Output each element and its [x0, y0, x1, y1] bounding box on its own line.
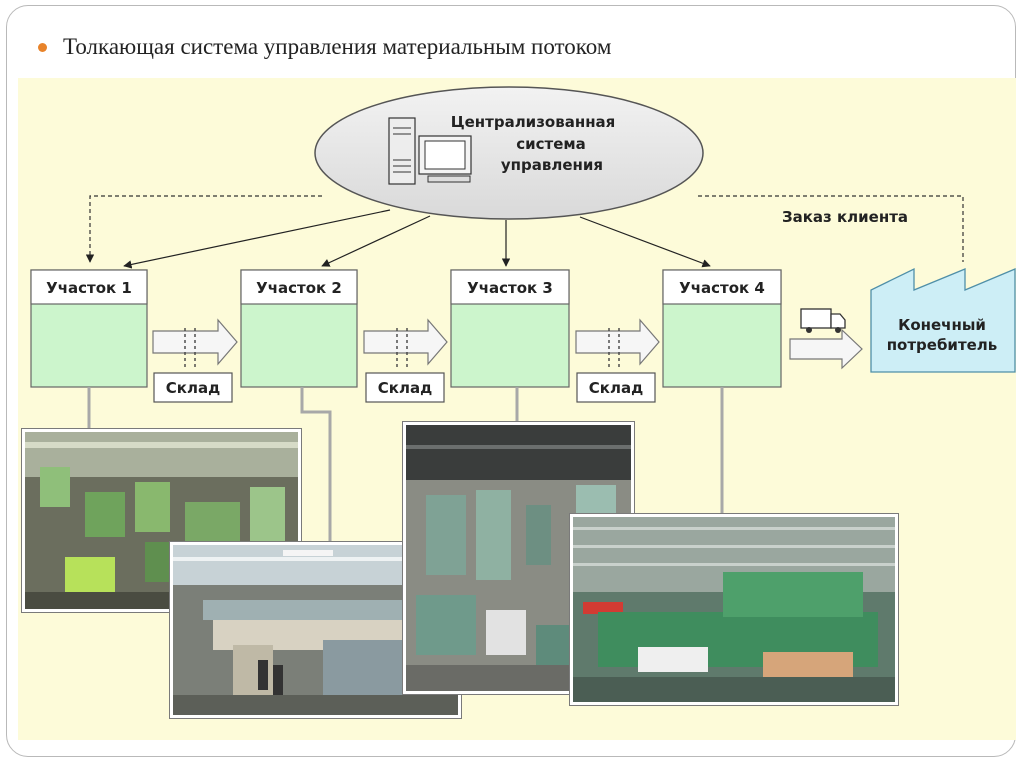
- center-node-line1: Централизованная: [451, 113, 616, 131]
- order-dashed-line-left: [85, 195, 322, 263]
- section-box-3: Участок 3: [450, 269, 570, 388]
- flow-arrow-2: [363, 318, 448, 370]
- factory-icon: [870, 267, 1016, 373]
- warehouse-box-3: Склад: [576, 372, 656, 403]
- warehouse-label-2: Склад: [378, 379, 432, 397]
- warehouse-label-3: Склад: [589, 379, 643, 397]
- section-label-1: Участок 1: [46, 279, 132, 297]
- order-dashed-line-right: [698, 195, 964, 262]
- center-node-line3: управления: [501, 156, 603, 174]
- bullet-icon: [38, 42, 47, 52]
- control-arrow-2: [321, 215, 431, 267]
- section-label-3: Участок 3: [467, 279, 553, 297]
- section-box-1: Участок 1: [30, 269, 148, 388]
- flow-arrow-3: [575, 318, 660, 370]
- section-box-2: Участок 2: [240, 269, 358, 388]
- customer-order-label: Заказ клиента: [782, 208, 908, 226]
- warehouse-box-2: Склад: [365, 372, 445, 403]
- section-label-4: Участок 4: [679, 279, 765, 297]
- photo-connector-2: [300, 387, 332, 545]
- slide-title: Толкающая система управления материальны…: [63, 34, 612, 59]
- control-arrow-4: [579, 216, 711, 268]
- warehouse-box-1: Склад: [153, 372, 233, 403]
- control-arrow-1: [123, 209, 391, 269]
- flow-arrow-1: [152, 318, 238, 370]
- warehouse-label-1: Склад: [166, 379, 220, 397]
- consumer-line1: Конечный: [898, 316, 986, 334]
- computer-icon: [388, 117, 472, 185]
- workshop-photo-1: [22, 429, 301, 612]
- truck-icon: [800, 308, 846, 333]
- title-bullet-line: Толкающая система управления материальны…: [38, 34, 611, 60]
- flow-arrow-to-consumer: [789, 328, 863, 370]
- consumer-line2: потребитель: [887, 336, 998, 354]
- center-node-line2: система: [516, 135, 586, 153]
- section-box-4: Участок 4: [662, 269, 782, 388]
- workshop-photo-4: [570, 514, 898, 705]
- section-label-2: Участок 2: [256, 279, 342, 297]
- central-system-ellipse: [314, 86, 704, 220]
